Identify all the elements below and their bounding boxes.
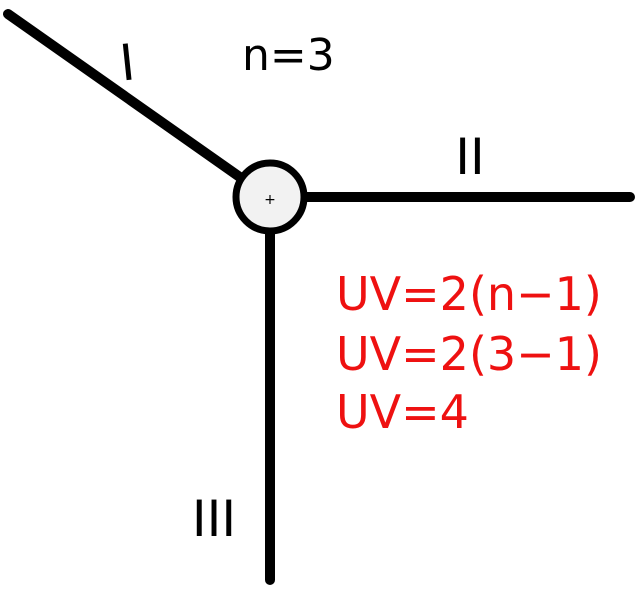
- joint-circle: [232, 159, 308, 235]
- formula-line-3: UV=4: [336, 385, 469, 439]
- formula-line-2: UV=2(3−1): [336, 327, 602, 381]
- n-count-label: n=3: [242, 30, 335, 81]
- member-three-label: III: [192, 490, 236, 548]
- member-one-line: [3, 9, 249, 185]
- joint-center-marker: +: [264, 192, 276, 208]
- member-two-label: II: [455, 128, 485, 186]
- formula-line-1: UV=2(n−1): [336, 267, 602, 321]
- member-one-label: I: [117, 33, 138, 92]
